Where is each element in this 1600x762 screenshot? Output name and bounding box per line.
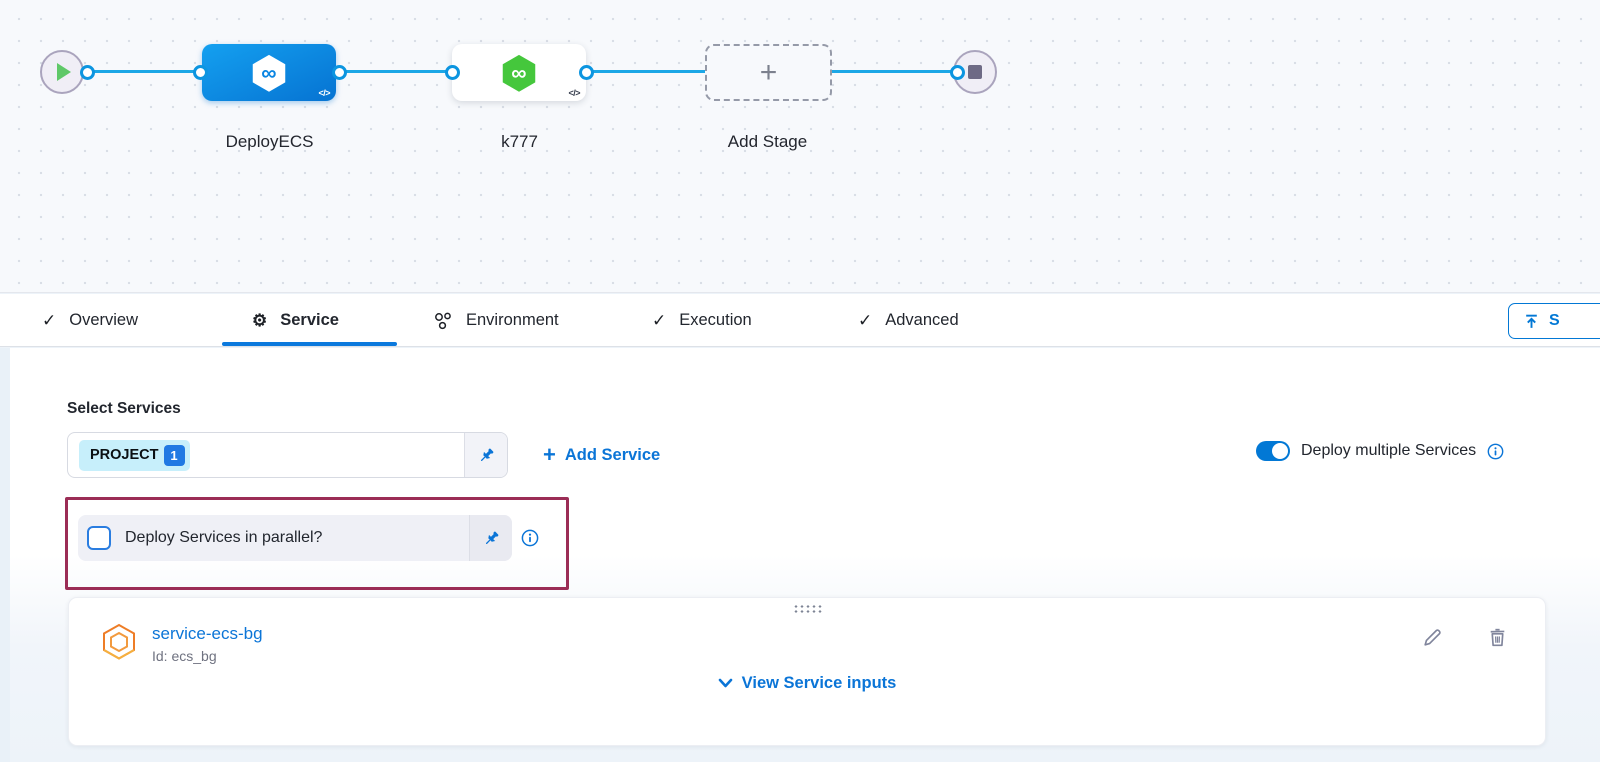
service-card: service-ecs-bg Id: ecs_bg [68,597,1546,746]
service-card-actions [1421,626,1509,654]
service-id-text: Id: ecs_bg [152,648,217,664]
select-services-input[interactable]: PROJECT 1 [67,432,508,478]
pin-icon [480,448,493,461]
edit-service-button[interactable] [1421,626,1444,654]
save-button-label: S [1549,312,1560,329]
deploy-parallel-label: Deploy Services in parallel? [125,529,323,546]
service-icon [103,623,135,660]
stage-label-k777: k777 [501,132,538,151]
service-chip-project[interactable]: PROJECT 1 [79,439,190,471]
tab-execution[interactable]: ✓ Execution [652,294,752,346]
deploy-multiple-services-toggle[interactable] [1256,441,1290,461]
chip-count-badge: 1 [163,444,185,466]
tab-label: Execution [679,311,752,329]
tab-label: Environment [466,311,559,329]
gear-icon: ⚙ [252,311,268,330]
pipeline-canvas[interactable]: ∞ </> ∞ </> + DeployECS k777 Add Stage [0,0,1600,293]
harness-stage-icon: ∞ [502,54,536,92]
delete-service-button[interactable] [1486,626,1509,654]
chip-label: PROJECT [90,447,159,463]
add-service-button[interactable]: + Add Service [543,438,660,472]
selected-services: PROJECT 1 [68,439,464,471]
add-service-label: Add Service [564,445,661,464]
check-icon: ✓ [42,311,57,330]
pin-fixed-value-button[interactable] [464,433,507,477]
tab-environment[interactable]: Environment [433,294,559,346]
save-button[interactable]: S [1508,303,1600,339]
stage-node-k777[interactable]: ∞ </> [452,44,586,101]
view-inputs-label: View Service inputs [741,674,897,692]
stop-icon [968,65,982,79]
stage-label-add-stage: Add Stage [727,132,808,151]
code-view-badge: </> [568,88,580,98]
pin-fixed-value-button[interactable] [469,515,512,561]
plus-icon: + [759,55,778,89]
tab-label: Advanced [885,311,959,329]
chevron-down-icon [718,678,732,688]
toggle-knob [1272,443,1288,459]
environment-icon [435,312,451,329]
deploy-multiple-services-label: Deploy multiple Services [1301,442,1477,459]
tab-advanced[interactable]: ✓ Advanced [858,294,959,346]
deploy-multiple-services-row: Deploy multiple Services [1256,441,1504,461]
harness-stage-icon: ∞ [252,54,286,92]
tab-label: Overview [69,311,139,329]
play-icon [57,63,71,81]
trash-icon [1490,628,1505,647]
stage-tabbar: ✓ Overview ⚙ Service Environment ✓ Execu… [0,294,1600,347]
view-service-inputs-button[interactable]: View Service inputs [69,674,1545,693]
info-icon[interactable] [521,529,539,547]
deploy-parallel-field: Deploy Services in parallel? [78,515,512,561]
svg-text:∞: ∞ [511,60,526,84]
pin-icon [485,531,498,544]
connector-ring [332,65,347,80]
stage-node-deployecs[interactable]: ∞ </> [202,44,336,101]
upload-icon [1526,314,1537,328]
service-name-link[interactable]: service-ecs-bg [152,624,263,643]
svg-text:∞: ∞ [261,60,276,84]
tab-service[interactable]: ⚙ Service [252,294,339,346]
service-tab-panel: Select Services PROJECT 1 [0,348,1600,762]
drag-handle[interactable] [793,604,823,614]
pencil-icon [1424,629,1441,646]
pipeline-start-node[interactable] [40,50,84,94]
connector-ring [80,65,95,80]
select-services-label: Select Services [67,400,181,417]
check-icon: ✓ [858,311,873,330]
stage-label-deployecs: DeployECS [225,132,314,151]
connector-ring [579,65,594,80]
add-stage-button[interactable]: + [705,44,832,101]
page-gutter [0,348,10,762]
info-icon[interactable] [1487,443,1504,460]
deploy-parallel-checkbox[interactable] [87,526,111,550]
connector-ring [950,65,965,80]
connector-ring [445,65,460,80]
tab-label: Service [280,311,339,329]
plus-icon: + [543,442,556,467]
code-view-badge: </> [318,88,330,98]
check-icon: ✓ [652,311,667,330]
connector-ring [193,65,208,80]
active-tab-underline [222,342,397,346]
tab-overview[interactable]: ✓ Overview [42,294,139,346]
